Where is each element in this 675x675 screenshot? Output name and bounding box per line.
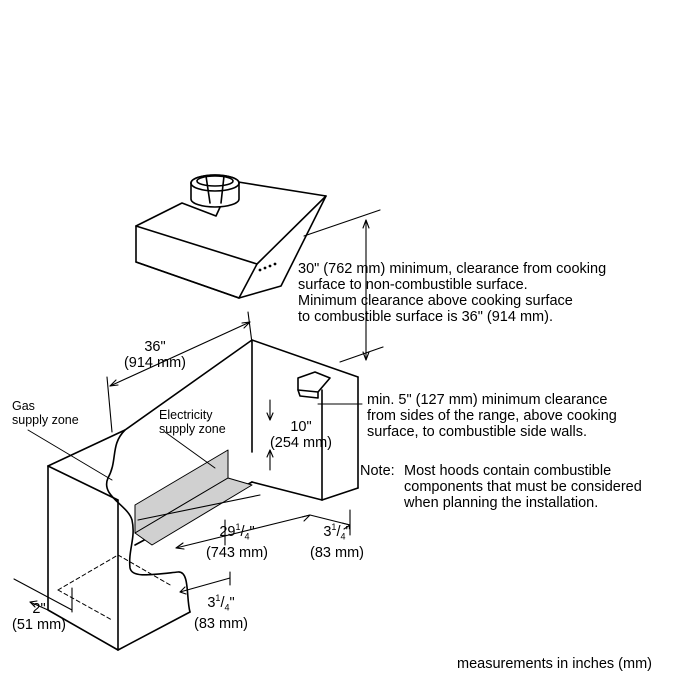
hood-clearance-text: 30" (762 mm) minimum, clearance from coo…	[298, 261, 606, 325]
note-line1: Most hoods contain combustible	[404, 463, 612, 479]
note-line3: when planning the installation.	[404, 495, 599, 511]
right-3-whole: 3	[323, 523, 332, 540]
hood-clearance-line4: to combustible surface is 36" (914 mm).	[298, 309, 553, 325]
left-2-mm: (51 mm)	[12, 617, 66, 633]
lower-dimensions	[13, 571, 231, 613]
bottom-3-den: 4	[224, 602, 230, 613]
electricity-zone-line2: supply zone	[159, 422, 226, 436]
bottom-3-num: 1	[215, 593, 221, 603]
width-dimension	[106, 311, 253, 433]
hood-clearance-dimension	[303, 209, 384, 363]
width-29-inches: 291/4"	[219, 522, 255, 542]
hood-clearance-line3: Minimum clearance above cooking surface	[298, 293, 573, 309]
leader-lines	[27, 403, 363, 481]
hood-controls	[258, 262, 277, 272]
note-prefix: Note:	[360, 463, 395, 479]
hood-clearance-line2: surface to non-combustible surface.	[298, 277, 528, 293]
right-3-unit: "	[345, 523, 351, 540]
side-clearance-text: min. 5" (127 mm) minimum clearance from …	[367, 392, 617, 440]
height-10-dimension	[266, 399, 274, 471]
gas-zone-line2: supply zone	[12, 413, 79, 427]
right-3-label: 31/4" (83 mm)	[304, 519, 370, 561]
bottom-3-unit: "	[229, 594, 235, 611]
bottom-3-mm: (83 mm)	[194, 615, 248, 632]
right-3-num: 1	[331, 522, 337, 532]
vent-collar	[190, 174, 240, 208]
width-29-den: 4	[244, 531, 250, 542]
range-hood	[135, 174, 327, 299]
hood-clearance-line1: 30" (762 mm) minimum, clearance from coo…	[298, 261, 607, 277]
electricity-zone-label: Electricity supply zone	[159, 408, 226, 436]
note-line2: components that must be considered	[404, 479, 642, 495]
width-29-unit: "	[249, 523, 255, 540]
height-10-mm: (254 mm)	[269, 435, 333, 451]
width-29-label: 291/4" (743 mm)	[194, 519, 280, 561]
width-label: 36" (914 mm)	[120, 339, 190, 371]
gas-zone-line1: Gas	[12, 399, 35, 413]
width-29-num: 1	[235, 522, 241, 532]
left-2-inches: 2"	[32, 601, 46, 617]
height-10-label: 10" (254 mm)	[253, 419, 349, 451]
width-mm: (914 mm)	[123, 355, 187, 371]
side-clearance-line2: from sides of the range, above cooking	[367, 408, 617, 424]
right-3-mm: (83 mm)	[310, 544, 364, 561]
width-inches: 36"	[144, 339, 166, 355]
width-29-whole: 29	[219, 523, 236, 540]
side-clearance-line3: surface, to combustible side walls.	[367, 424, 588, 440]
electricity-zone-line1: Electricity	[159, 408, 213, 422]
bottom-3-label: 31/4" (83 mm)	[188, 590, 254, 632]
height-10-inches: 10"	[290, 419, 312, 435]
side-clearance-line1: min. 5" (127 mm) minimum clearance	[367, 392, 608, 408]
width-29-mm: (743 mm)	[205, 544, 269, 561]
right-3-inches: 31/4"	[323, 522, 351, 542]
gas-zone-label: Gas supply zone	[12, 399, 79, 427]
bottom-3-whole: 3	[207, 594, 216, 611]
bottom-width-dimensions	[137, 494, 351, 550]
footer-units: measurements in inches (mm)	[457, 656, 652, 672]
note-text: Note: Most hoods contain combustible com…	[360, 463, 642, 511]
electricity-zone	[134, 431, 253, 546]
bottom-3-inches: 31/4"	[207, 593, 235, 613]
right-3-den: 4	[340, 531, 346, 542]
left-2-label: 2" (51 mm)	[6, 601, 72, 633]
